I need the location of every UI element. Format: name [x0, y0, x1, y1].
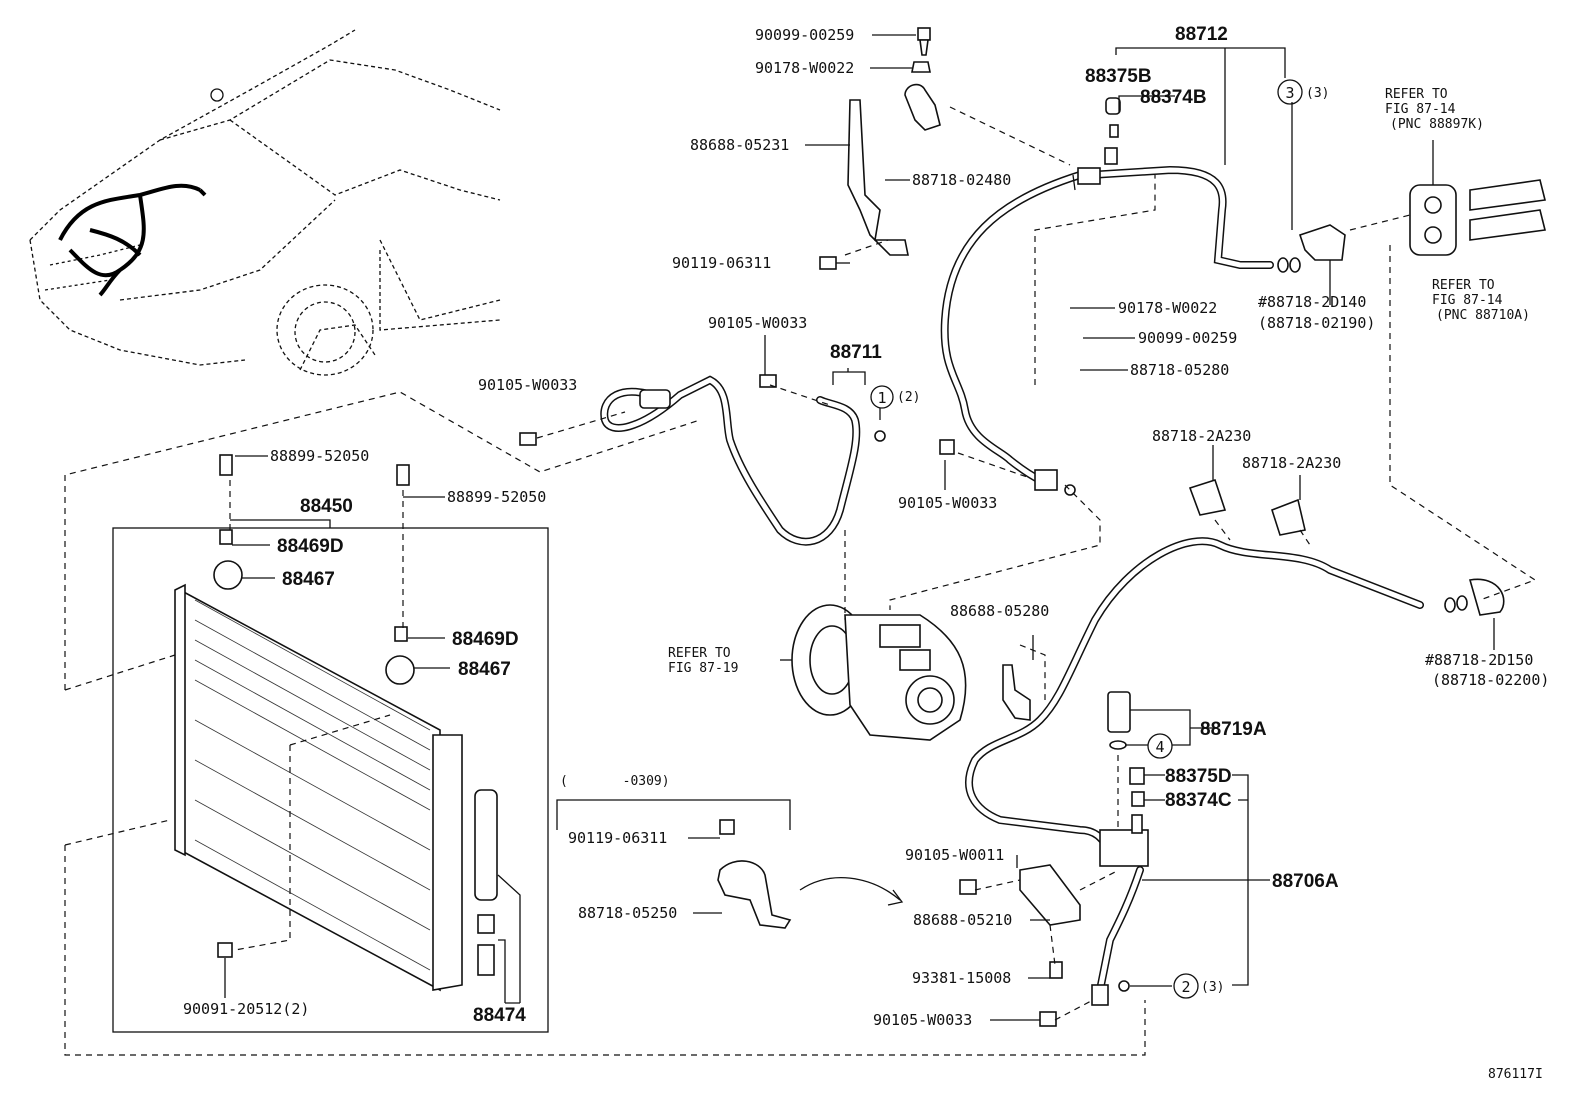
callout-2-qty: (3) [1201, 980, 1224, 995]
part-label-93381-15008: 93381-15008 [912, 969, 1011, 987]
part-label-88375b: 88375B [1085, 66, 1152, 87]
callout-1-qty: (2) [897, 390, 920, 405]
part-label-88899-52050-b: 88899-52050 [447, 488, 546, 506]
production-range-note: ( -0309) [560, 774, 670, 789]
liquid-line [959, 478, 1505, 1027]
part-label-88711: 88711 [830, 342, 882, 363]
part-label-88718-2d140: #88718-2D140 [1258, 293, 1366, 311]
vehicle-sketch [29, 29, 501, 376]
part-label-90105-w0033-c: 90105-W0033 [898, 494, 997, 512]
hose-88711 [519, 374, 955, 546]
part-label-88899-52050-a: 88899-52050 [270, 447, 369, 465]
part-label-88718-2a230-a: 88718-2A230 [1152, 427, 1251, 445]
part-label-88688-05231: 88688-05231 [690, 136, 789, 154]
svg-text:REFER TO: REFER TO [1385, 87, 1448, 102]
part-label-88718-2d150: #88718-2D150 [1425, 651, 1533, 669]
svg-text:(PNC 88897K): (PNC 88897K) [1390, 117, 1484, 132]
part-label-90099-00259-top: 90099-00259 [755, 26, 854, 44]
part-label-88469d-b: 88469D [452, 629, 519, 650]
callout-3: 3 [1285, 84, 1294, 102]
part-label-90091-20512: 90091-20512(2) [183, 1000, 309, 1018]
part-label-88467-a: 88467 [282, 569, 335, 590]
pnc-connector [1409, 179, 1546, 256]
part-label-88467-b: 88467 [458, 659, 511, 680]
part-label-88719a: 88719A [1200, 719, 1267, 740]
part-label-88718-05250: 88718-05250 [578, 904, 677, 922]
callout-4: 4 [1155, 738, 1164, 756]
part-label-88374c: 88374C [1165, 790, 1232, 811]
part-label-90105-w0033-a: 90105-W0033 [708, 314, 807, 332]
part-label-90105-w0011: 90105-W0011 [905, 846, 1004, 864]
compressor [791, 604, 967, 741]
part-label-88375d: 88375D [1165, 766, 1232, 787]
part-label-88374b: 88374B [1140, 87, 1207, 108]
part-label-88712: 88712 [1175, 24, 1228, 45]
part-label-90105-w0033-d: 90105-W0033 [873, 1011, 972, 1029]
part-label-90119-06311-top: 90119-06311 [672, 254, 771, 272]
part-label-90178-w0022-mid: 90178-W0022 [1118, 299, 1217, 317]
svg-text:FIG 87-19: FIG 87-19 [668, 661, 738, 676]
diagram-id: 876117I [1488, 1067, 1543, 1082]
refer-note-88897k: REFER TO FIG 87-14 (PNC 88897K) [1385, 87, 1484, 132]
svg-text:FIG 87-14: FIG 87-14 [1432, 293, 1503, 308]
dashed-guides [64, 106, 1537, 1056]
part-label-88474: 88474 [473, 1005, 526, 1026]
part-label-88718-02190: (88718-02190) [1258, 314, 1375, 332]
refer-note-87-19: REFER TO FIG 87-19 [668, 646, 738, 676]
part-label-88706a: 88706A [1272, 871, 1339, 892]
part-label-88718-02200: (88718-02200) [1432, 671, 1549, 689]
part-label-88718-2a230-b: 88718-2A230 [1242, 454, 1341, 472]
svg-text:FIG 87-14: FIG 87-14 [1385, 102, 1456, 117]
part-label-90099-00259-mid: 90099-00259 [1138, 329, 1237, 347]
callout-3-qty: (3) [1306, 86, 1329, 101]
callout-2: 2 [1181, 978, 1190, 996]
part-label-88688-05280: 88688-05280 [950, 602, 1049, 620]
bracket-detail [556, 799, 904, 929]
callout-circles [870, 79, 1303, 999]
refer-note-88710a: REFER TO FIG 87-14 (PNC 88710A) [1432, 278, 1530, 323]
svg-text:(PNC 88710A): (PNC 88710A) [1436, 308, 1530, 323]
part-label-90178-w0022-top: 90178-W0022 [755, 59, 854, 77]
part-label-88718-02480: 88718-02480 [912, 171, 1011, 189]
callout-1: 1 [877, 389, 886, 407]
condenser-box [112, 454, 549, 1033]
part-label-88469d-a: 88469D [277, 536, 344, 557]
hose-88712 [940, 97, 1346, 496]
part-label-90105-w0033-b: 90105-W0033 [478, 376, 577, 394]
part-label-88718-05280: 88718-05280 [1130, 361, 1229, 379]
top-bracket-group [819, 27, 941, 270]
svg-text:REFER TO: REFER TO [1432, 278, 1495, 293]
leader-lines [224, 34, 1495, 1021]
part-label-88450: 88450 [300, 496, 353, 517]
part-label-88688-05210: 88688-05210 [913, 911, 1012, 929]
part-label-90119-06311-low: 90119-06311 [568, 829, 667, 847]
svg-text:REFER TO: REFER TO [668, 646, 731, 661]
